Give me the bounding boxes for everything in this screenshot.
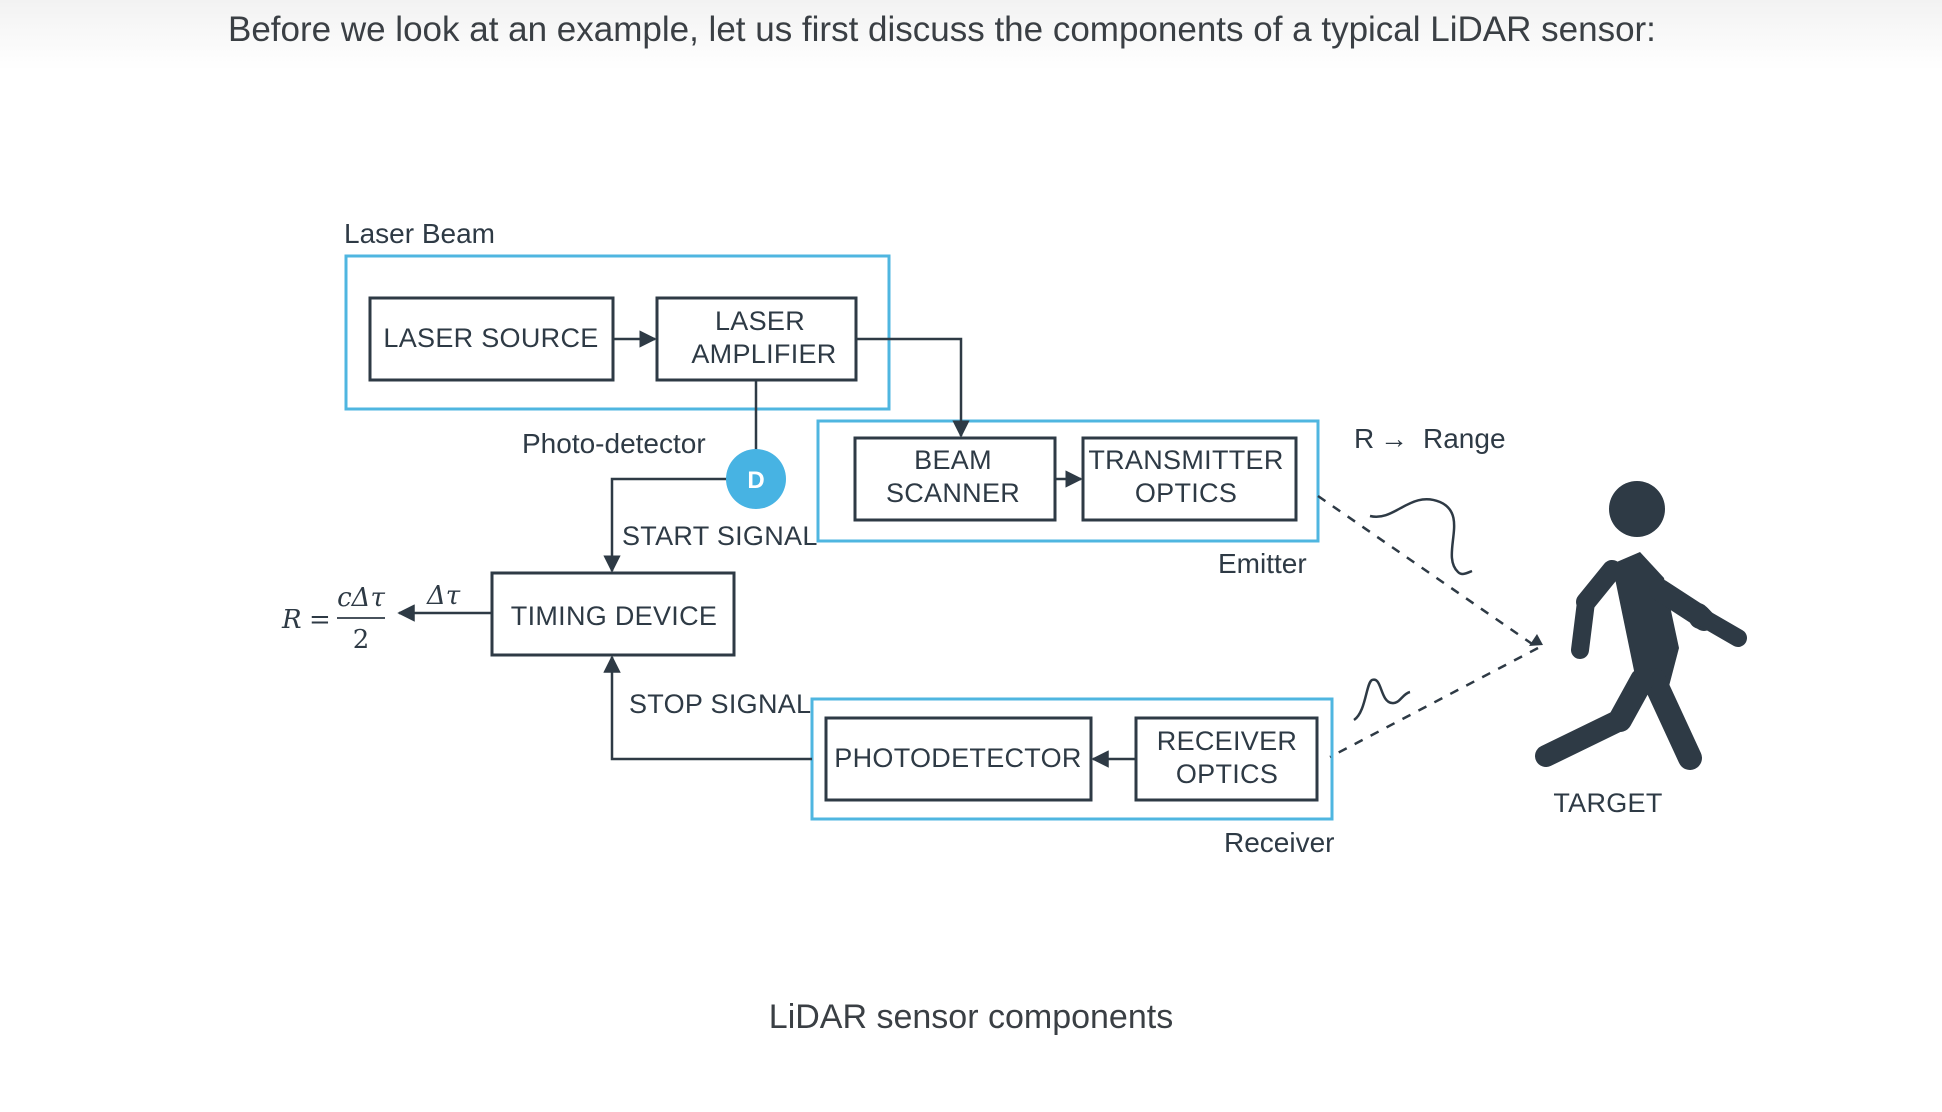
transmitter-optics-box: [1081, 436, 1298, 522]
receiver-optics-box: [1134, 716, 1319, 802]
stop-signal-label: STOP SIGNAL: [629, 689, 811, 719]
emitter-label: Emitter: [1218, 548, 1307, 579]
figure-caption: LiDAR sensor components: [768, 998, 1174, 1036]
delta-tau-label: Δτ: [426, 581, 461, 611]
photo-detector-badge-letter: D: [747, 467, 764, 494]
receiver-optics-label-1: RECEIVER: [1157, 726, 1297, 756]
laser-beam-label: Laser Beam: [344, 218, 495, 249]
timing-device-label: TIMING DEVICE: [511, 601, 717, 631]
reflected-beam-line: [1329, 646, 1539, 759]
emitted-wave-icon: [1369, 498, 1473, 576]
receiver-label: Receiver: [1224, 827, 1334, 858]
laser-amplifier-label-1: LASER: [715, 306, 805, 336]
top-shade: [0, 0, 1942, 70]
receiver-optics-label-2: OPTICS: [1176, 759, 1278, 789]
stop-signal-arrow: [603, 655, 812, 761]
laser-amplifier-box: [655, 296, 858, 382]
range-arrow: →: [1380, 423, 1408, 454]
formula-denominator: 2: [353, 625, 370, 655]
beam-arrowhead: [1529, 634, 1543, 646]
formula-equals: =: [309, 605, 331, 635]
photo-detector-label: Photo-detector: [522, 428, 706, 459]
reflected-wave-icon: [1353, 678, 1411, 722]
beam-scanner-label-1: BEAM: [914, 445, 992, 475]
beam-scanner-box: [853, 436, 1057, 522]
range-label: Range: [1423, 423, 1506, 454]
laser-beam-group: [344, 254, 891, 411]
pedestrian-icon: [1535, 481, 1747, 770]
start-signal-arrow: [603, 477, 742, 573]
amplifier-to-scanner-arrow: [856, 337, 970, 438]
laser-amplifier-label-2: AMPLIFIER: [691, 339, 836, 369]
target-label: TARGET: [1553, 788, 1662, 818]
laser-source-label: LASER SOURCE: [383, 323, 598, 353]
photodetector-box: [824, 716, 1093, 802]
transmitter-optics-label-2: OPTICS: [1135, 478, 1237, 508]
emitter-group: [816, 419, 1320, 543]
photo-detector-badge: [726, 449, 786, 509]
beam-scanner-label-2: SCANNER: [886, 478, 1020, 508]
formula-lhs: R: [281, 605, 302, 635]
emitted-beam-line: [1317, 494, 1539, 650]
formula-numerator: cΔτ: [337, 583, 385, 613]
transmitter-optics-label-1: TRANSMITTER: [1088, 445, 1283, 475]
photodetector-label: PHOTODETECTOR: [834, 743, 1081, 773]
intro-paragraph: Before we look at an example, let us fir…: [228, 10, 1656, 49]
range-symbol: R: [1354, 423, 1374, 454]
start-signal-label: START SIGNAL: [622, 521, 818, 551]
